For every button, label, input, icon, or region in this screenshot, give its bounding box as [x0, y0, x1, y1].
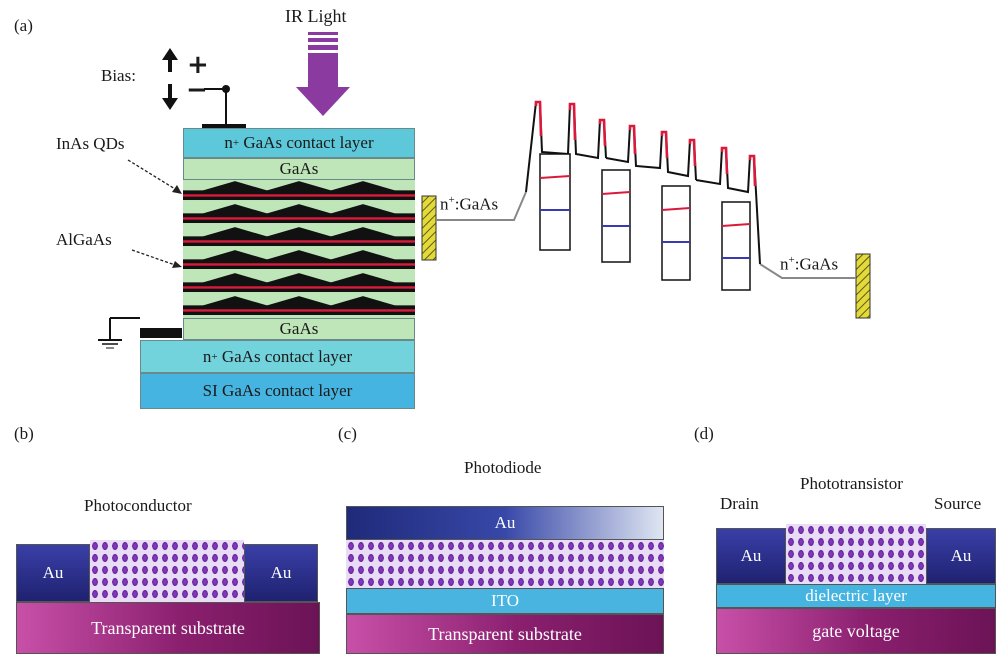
- quantum-dot: [265, 296, 333, 307]
- bottom-contact-sup: +: [211, 350, 218, 363]
- bottom-contact-layer: n+ GaAs contact layer: [140, 340, 415, 373]
- qd-layers: [183, 181, 415, 316]
- pd-ito-label: ITO: [490, 591, 519, 610]
- algaas-label: AlGaAs: [56, 230, 112, 249]
- bias-arrows-icon: [162, 48, 178, 110]
- bottom-contact-n: n: [202, 346, 212, 366]
- pt-qd-film: [786, 524, 926, 584]
- n-gaas-left-n: n: [440, 194, 449, 214]
- pd-qd-film: [346, 540, 664, 588]
- pt-dielectric-label: dielectric layer: [805, 586, 907, 605]
- pc-qd-film: [90, 540, 244, 602]
- quantum-dot: [201, 296, 269, 307]
- top-contact-mid: GaAs: [239, 133, 287, 152]
- quantum-dot: [201, 273, 269, 284]
- bias-minus: −: [186, 75, 208, 105]
- pt-au-left-label: Au: [740, 546, 762, 565]
- pc-au-right-label: Au: [270, 563, 292, 582]
- quantum-dot: [265, 204, 333, 215]
- quantum-dot: [265, 181, 333, 192]
- gaas-top-layer: GaAs: [183, 158, 415, 180]
- gaas-bottom-layer: GaAs: [183, 318, 415, 340]
- quantum-dot: [265, 273, 333, 284]
- pc-au-left: Au: [16, 544, 90, 602]
- pt-au-right: Au: [926, 528, 996, 584]
- n-gaas-right-label: n+:GaAs: [780, 254, 838, 275]
- n-gaas-left-sup: +: [448, 194, 455, 206]
- top-contact-sup: +: [232, 137, 240, 149]
- pc-substrate-label: Transparent substrate: [91, 617, 245, 638]
- panel-d-label: (d): [694, 424, 714, 443]
- pt-gate-label: gate voltage: [812, 620, 900, 641]
- phototransistor-title: Phototransistor: [800, 474, 903, 493]
- source-label: Source: [934, 494, 982, 513]
- ground-icon: [98, 317, 182, 349]
- top-contact-layer: n+ GaAs contact layer: [183, 128, 415, 158]
- qd-layer: [183, 296, 415, 316]
- quantum-dot: [201, 181, 269, 192]
- pc-substrate: Transparent substrate: [16, 602, 320, 654]
- quantum-dot: [329, 227, 397, 238]
- quantum-dot: [329, 273, 397, 284]
- top-contact-text: contact layer: [286, 133, 374, 152]
- pc-au-left-label: Au: [42, 563, 64, 582]
- panel-c-label: (c): [338, 424, 357, 443]
- pd-au-label: Au: [494, 513, 516, 532]
- pd-substrate: Transparent substrate: [346, 614, 664, 654]
- quantum-dot: [201, 250, 269, 261]
- pt-dielectric: dielectric layer: [716, 584, 996, 608]
- quantum-dot: [329, 181, 397, 192]
- gaas-bottom-label: GaAs: [279, 319, 319, 338]
- photoconductor-title: Photoconductor: [84, 496, 192, 515]
- qd-layer: [183, 250, 415, 270]
- pd-substrate-label: Transparent substrate: [428, 623, 582, 644]
- pt-gate: gate voltage: [716, 608, 996, 654]
- bias-plus: +: [187, 50, 209, 80]
- gaas-top-label: GaAs: [279, 159, 319, 178]
- panel-a-label: (a): [14, 16, 33, 35]
- n-gaas-right-sup: +: [788, 254, 795, 266]
- left-contact-hatch: [421, 195, 437, 261]
- label-arrows: [127, 159, 182, 268]
- n-gaas-right-n: n: [780, 254, 789, 274]
- ir-light-arrow: [296, 32, 350, 116]
- ir-light-label: IR Light: [285, 6, 347, 26]
- bias-label: Bias:: [101, 66, 136, 85]
- qd-layer: [183, 273, 415, 293]
- qd-layer: [183, 204, 415, 224]
- quantum-dot: [265, 250, 333, 261]
- pd-au: Au: [346, 506, 664, 540]
- drain-label: Drain: [720, 494, 759, 513]
- quantum-dot: [329, 296, 397, 307]
- n-gaas-right-rest: :GaAs: [794, 254, 839, 274]
- pt-au-left: Au: [716, 528, 786, 584]
- photodiode-title: Photodiode: [464, 458, 542, 477]
- band-diagram: [421, 100, 871, 319]
- top-contact-n: n: [224, 133, 233, 152]
- qd-superlattice: [183, 180, 415, 318]
- si-gaas-label: SI GaAs contact layer: [202, 381, 353, 400]
- quantum-dot: [265, 227, 333, 238]
- panel-b-label: (b): [14, 424, 34, 443]
- quantum-dot: [329, 250, 397, 261]
- inas-qds-label: InAs QDs: [56, 134, 125, 153]
- bottom-contact-text: GaAs contact layer: [217, 346, 353, 366]
- pc-au-right: Au: [244, 544, 318, 602]
- qd-layer: [183, 181, 415, 201]
- quantum-dot: [201, 204, 269, 215]
- pd-ito: ITO: [346, 588, 664, 614]
- right-contact-hatch: [855, 253, 871, 319]
- qd-layer: [183, 227, 415, 247]
- quantum-dot: [201, 227, 269, 238]
- quantum-dot: [329, 204, 397, 215]
- n-gaas-left-label: n+:GaAs: [440, 194, 498, 215]
- bias-wire: [202, 85, 246, 133]
- n-gaas-left-rest: :GaAs: [454, 194, 499, 214]
- pt-au-right-label: Au: [950, 546, 972, 565]
- si-gaas-layer: SI GaAs contact layer: [140, 373, 415, 409]
